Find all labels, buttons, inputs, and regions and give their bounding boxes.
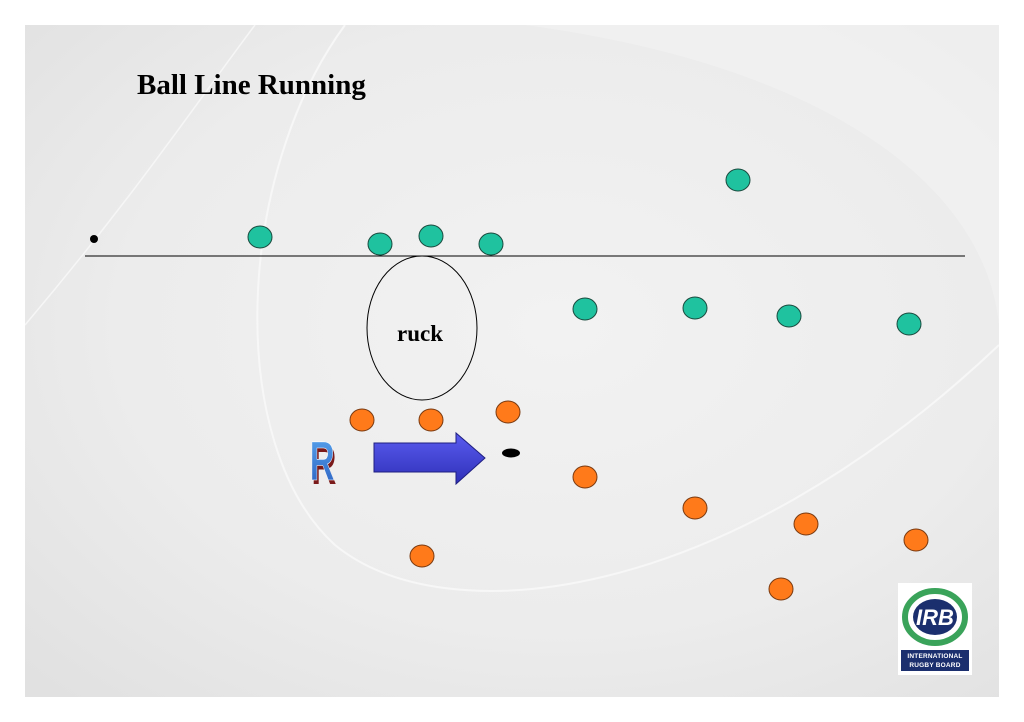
green-player — [776, 304, 802, 328]
green-player — [367, 232, 393, 256]
green-player — [572, 297, 598, 321]
ball-marker-dot — [90, 235, 98, 243]
annotation-letter-shadow: R — [311, 434, 336, 497]
orange-player — [495, 400, 521, 424]
slide: R R IRB Ball Line Running ruck INTERNATI… — [25, 25, 999, 697]
green-player — [896, 312, 922, 336]
green-player — [478, 232, 504, 256]
green-team — [247, 168, 922, 336]
background-swoosh — [256, 25, 999, 592]
background-swoosh-glow — [525, 25, 999, 325]
green-player — [725, 168, 751, 192]
orange-player — [572, 465, 598, 489]
orange-player — [793, 512, 819, 536]
logo-line-2: RUGBY BOARD — [909, 662, 961, 669]
green-player — [682, 296, 708, 320]
orange-player — [903, 528, 929, 552]
logo-band: INTERNATIONAL RUGBY BOARD — [901, 650, 969, 671]
background-swoosh — [25, 25, 256, 326]
slide-title: Ball Line Running — [137, 69, 366, 101]
ruck-ellipse — [366, 255, 478, 401]
orange-player — [768, 577, 794, 601]
orange-player — [409, 544, 435, 568]
orange-player — [682, 496, 708, 520]
logo-initials: IRB — [916, 605, 954, 630]
diagram-canvas: R R IRB — [25, 25, 999, 697]
rugby-ball — [502, 448, 520, 458]
orange-player — [349, 408, 375, 432]
orange-player — [418, 408, 444, 432]
annotation-letter: R — [310, 430, 335, 493]
green-player — [247, 225, 273, 249]
orange-team — [349, 400, 929, 601]
ruck-label: ruck — [397, 321, 443, 346]
green-player — [418, 224, 444, 248]
direction-arrow — [373, 431, 486, 486]
irb-logo: INTERNATIONAL RUGBY BOARD — [898, 583, 972, 675]
slide-background — [25, 25, 999, 697]
logo-line-1: INTERNATIONAL — [907, 653, 963, 660]
